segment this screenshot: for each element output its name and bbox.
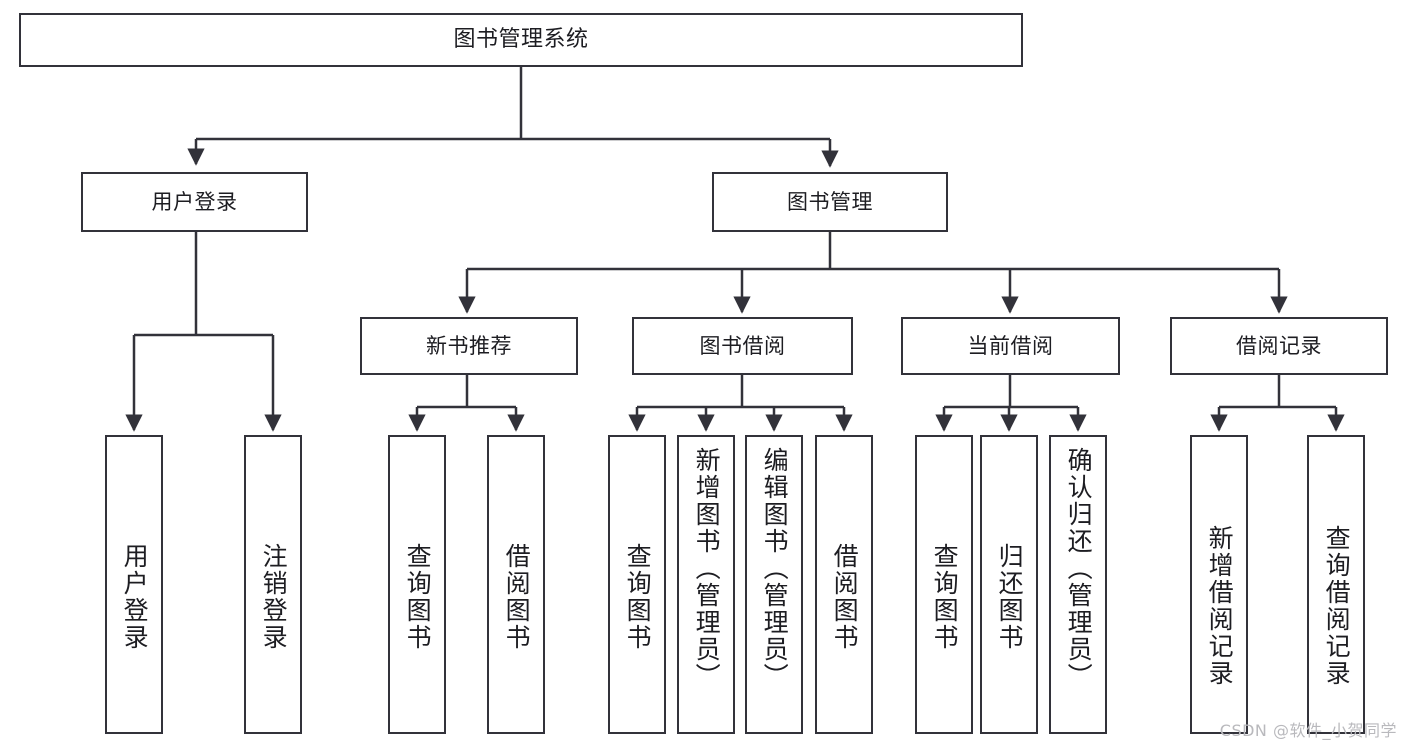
node-leaf-add-borrow-record-label: 新增借阅记录 <box>1205 525 1235 687</box>
node-leaf-add-borrow-record[interactable]: 新增借阅记录 <box>1190 435 1248 734</box>
node-leaf-add-book-admin[interactable]: 新增图书（管理员） <box>677 435 735 734</box>
node-user-login-label: 用户登录 <box>151 189 238 214</box>
node-leaf-return-book-label: 归还图书 <box>995 543 1025 651</box>
node-borrow-record[interactable]: 借阅记录 <box>1170 317 1388 375</box>
node-current-borrow-label: 当前借阅 <box>967 333 1054 358</box>
node-current-borrow[interactable]: 当前借阅 <box>901 317 1120 375</box>
node-borrow-record-label: 借阅记录 <box>1236 333 1322 358</box>
node-leaf-query-book-3-label: 查询图书 <box>930 543 960 651</box>
csdn-watermark: CSDN @软件_小贺同学 <box>1219 721 1397 740</box>
node-leaf-logout-login[interactable]: 注销登录 <box>244 435 302 734</box>
node-book-manage-label: 图书管理 <box>787 189 873 214</box>
node-leaf-user-login-label: 用户登录 <box>120 543 150 651</box>
node-book-manage[interactable]: 图书管理 <box>712 172 948 232</box>
node-leaf-confirm-return-admin[interactable]: 确认归还（管理员） <box>1049 435 1107 734</box>
node-book-borrow[interactable]: 图书借阅 <box>632 317 853 375</box>
node-leaf-borrow-book-2[interactable]: 借阅图书 <box>815 435 873 734</box>
node-leaf-query-book-2[interactable]: 查询图书 <box>608 435 666 734</box>
node-leaf-query-book-2-label: 查询图书 <box>623 543 653 651</box>
node-new-book-recommend[interactable]: 新书推荐 <box>360 317 578 375</box>
node-leaf-logout-login-label: 注销登录 <box>259 543 289 651</box>
node-leaf-user-login[interactable]: 用户登录 <box>105 435 163 734</box>
node-leaf-borrow-book-1[interactable]: 借阅图书 <box>487 435 545 734</box>
node-leaf-query-book-1-label: 查询图书 <box>403 543 433 651</box>
node-book-borrow-label: 图书借阅 <box>699 333 786 358</box>
node-user-login[interactable]: 用户登录 <box>81 172 308 232</box>
node-leaf-query-book-1[interactable]: 查询图书 <box>388 435 446 734</box>
node-leaf-edit-book-admin-label: 编辑图书（管理员） <box>760 447 790 690</box>
node-new-book-recommend-label: 新书推荐 <box>426 333 512 358</box>
node-leaf-query-book-3[interactable]: 查询图书 <box>915 435 973 734</box>
node-root-label: 图书管理系统 <box>453 27 589 53</box>
node-leaf-confirm-return-admin-label: 确认归还（管理员） <box>1064 447 1094 690</box>
node-leaf-borrow-book-1-label: 借阅图书 <box>502 543 532 651</box>
node-leaf-add-book-admin-label: 新增图书（管理员） <box>692 447 722 690</box>
node-leaf-borrow-book-2-label: 借阅图书 <box>830 543 860 651</box>
node-leaf-query-borrow-record-label: 查询借阅记录 <box>1322 525 1352 687</box>
node-root[interactable]: 图书管理系统 <box>19 13 1023 67</box>
node-leaf-edit-book-admin[interactable]: 编辑图书（管理员） <box>745 435 803 734</box>
node-leaf-return-book[interactable]: 归还图书 <box>980 435 1038 734</box>
node-leaf-query-borrow-record[interactable]: 查询借阅记录 <box>1307 435 1365 734</box>
